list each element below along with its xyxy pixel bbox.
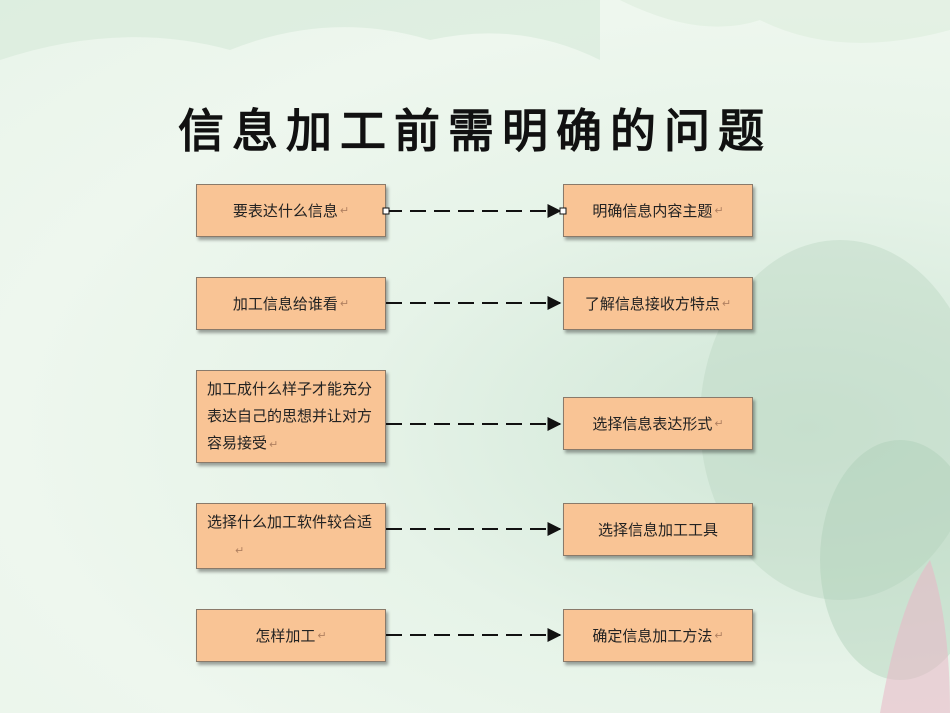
return-mark: ↵ [339, 297, 350, 310]
answer-box: 明确信息内容主题↵ [563, 184, 753, 237]
answer-box: 了解信息接收方特点↵ [563, 277, 753, 330]
return-mark: ↵ [317, 629, 327, 642]
answer-box: 确定信息加工方法↵ [563, 609, 753, 662]
answer-box: 选择信息加工工具 [563, 503, 753, 556]
question-box: 要表达什么信息↵ [196, 184, 386, 237]
return-mark: ↵ [721, 297, 732, 310]
question-box: 选择什么加工软件较合适 ↵ [196, 503, 386, 569]
answer-text: 选择信息加工工具 [597, 521, 718, 539]
question-text-content: 选择什么加工软件较合适 [207, 512, 373, 531]
return-mark: ↵ [269, 437, 279, 451]
question-text: 怎样加工 [255, 627, 316, 645]
question-text: 加工成什么样子才能充分表达自己的思想并让对方容易接受↵ [207, 376, 375, 458]
question-box: 加工成什么样子才能充分表达自己的思想并让对方容易接受↵ [196, 370, 386, 463]
question-box: 加工信息给谁看↵ [196, 277, 386, 330]
question-text-content: 加工成什么样子才能充分表达自己的思想并让对方容易接受 [207, 379, 373, 452]
page-title: 信息加工前需明确的问题 [178, 104, 772, 158]
return-mark: ↵ [235, 543, 245, 557]
question-text: 要表达什么信息 [232, 202, 338, 220]
answer-text: 了解信息接收方特点 [584, 295, 720, 313]
return-mark: ↵ [714, 204, 724, 217]
question-text: 加工信息给谁看 [232, 295, 338, 313]
answer-text: 明确信息内容主题 [592, 202, 713, 220]
answer-text: 确定信息加工方法 [592, 627, 713, 645]
answer-box: 选择信息表达形式↵ [563, 397, 753, 450]
answer-text: 选择信息表达形式 [592, 415, 713, 433]
question-box: 怎样加工↵ [196, 609, 386, 662]
return-mark: ↵ [714, 417, 724, 430]
return-mark: ↵ [714, 629, 724, 642]
return-mark: ↵ [339, 204, 350, 217]
question-text: 选择什么加工软件较合适 ↵ [207, 509, 375, 564]
